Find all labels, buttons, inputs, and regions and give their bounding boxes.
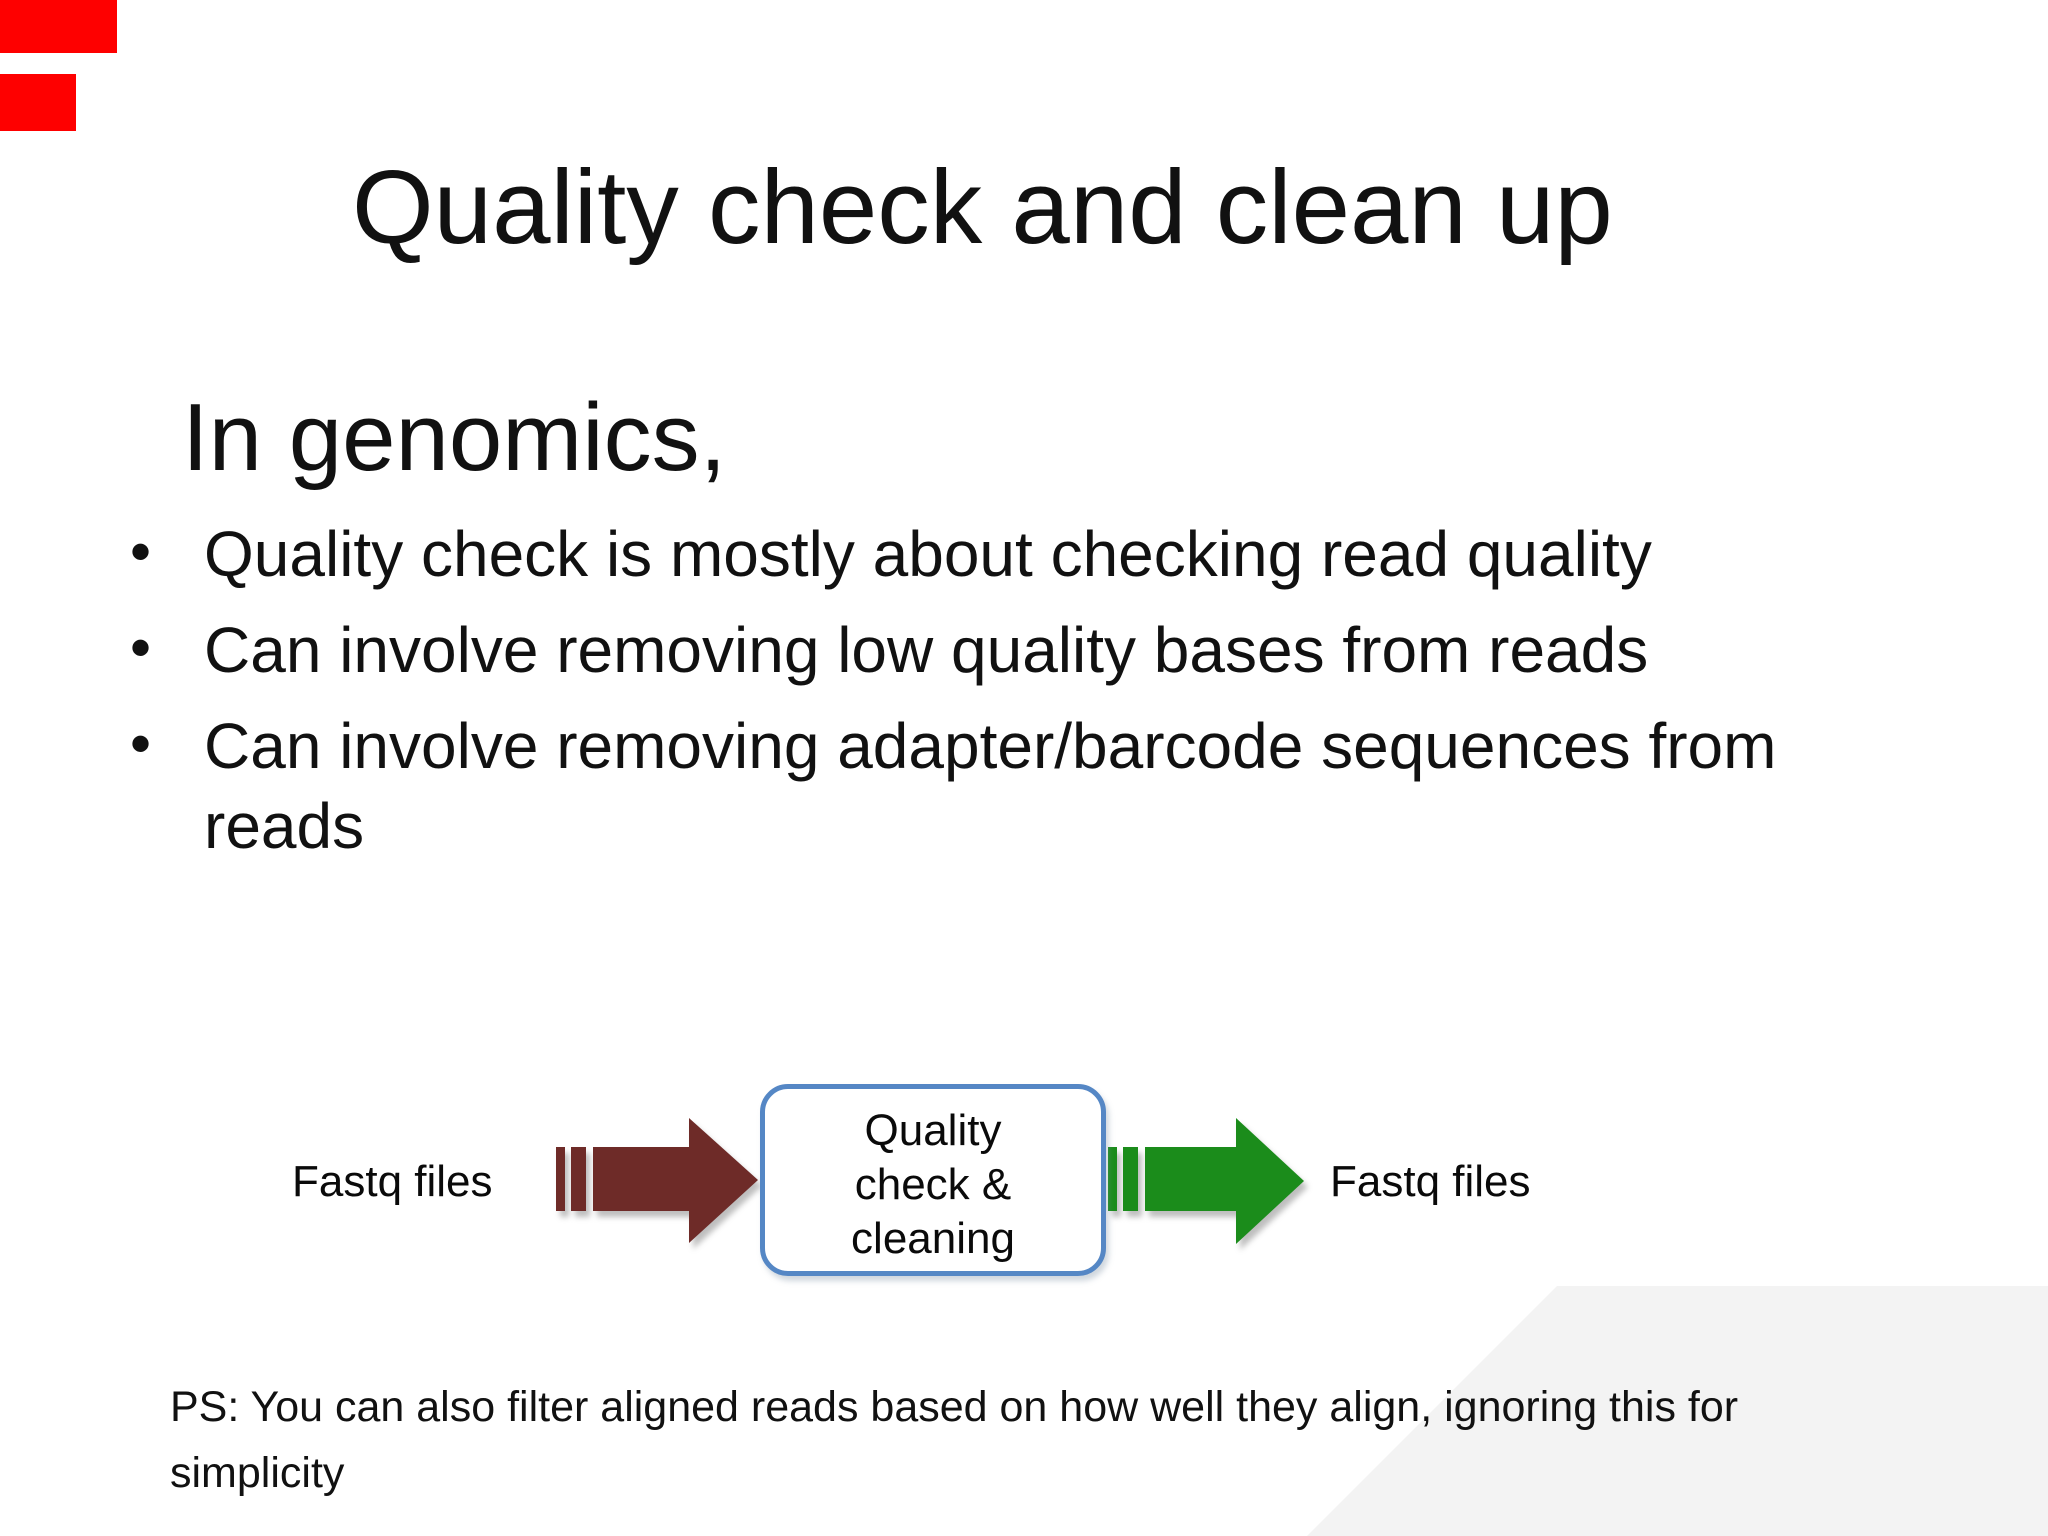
process-box-line: cleaning — [851, 1214, 1015, 1263]
process-box-line: check & — [854, 1160, 1012, 1209]
process-box: Quality check & cleaning — [760, 1084, 1106, 1276]
bullet-item-1: Quality check is mostly about checking r… — [130, 512, 1940, 594]
bullet-text-wrap: reads — [204, 790, 365, 862]
process-box-line: Quality — [864, 1106, 1002, 1155]
ps-note-line1: PS: You can also filter aligned reads ba… — [170, 1383, 1739, 1431]
bullet-text: Quality check is mostly about checking r… — [204, 518, 1652, 590]
output-arrow-icon — [1108, 1118, 1304, 1244]
ps-note-line2: simplicity — [170, 1449, 345, 1497]
input-files-label: Fastq files — [292, 1157, 493, 1206]
ps-note: PS: You can also filter aligned reads ba… — [170, 1374, 1970, 1506]
output-files-label: Fastq files — [1330, 1157, 1531, 1206]
input-arrow-icon — [556, 1118, 758, 1243]
section-heading: In genomics, — [182, 384, 727, 491]
bullet-list: Quality check is mostly about checking r… — [130, 512, 1940, 882]
bullet-item-2: Can involve removing low quality bases f… — [130, 608, 1940, 690]
bullet-item-3: Can involve removing adapter/barcode seq… — [130, 704, 1940, 866]
slide-title: Quality check and clean up — [352, 149, 1613, 266]
bullet-text: Can involve removing adapter/barcode seq… — [204, 710, 1777, 782]
bullet-text: Can involve removing low quality bases f… — [204, 614, 1649, 686]
red-marker-bottom — [0, 74, 76, 131]
red-marker-top — [0, 0, 117, 53]
